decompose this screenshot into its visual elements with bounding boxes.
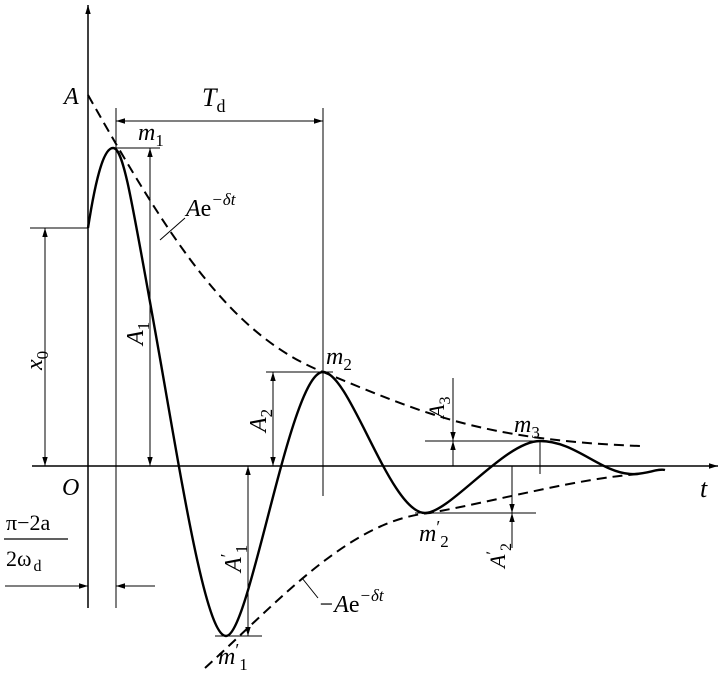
A1p-label-A: A [221, 557, 247, 574]
phase-numerator: π−2a [6, 510, 51, 535]
env-neg-e: e [349, 592, 360, 618]
m1p-label-sub: 1 [239, 655, 248, 673]
A3-label-A: A [424, 404, 449, 420]
m1p-label-prime: ′ [235, 640, 239, 660]
period-label-T: T [202, 83, 218, 112]
A1p-label-prime: ′ [217, 553, 237, 557]
env-neg-minusA: −A [318, 592, 349, 618]
m2p-label-m: m [419, 521, 436, 547]
A3-label-sub: 3 [437, 397, 454, 405]
positive-envelope-label: Ae−δt [184, 190, 237, 222]
m2-prime-label: m′2 [419, 517, 449, 551]
origin-label: O [62, 475, 79, 501]
env-pos-A: A [184, 196, 201, 222]
amplitude-A-label: A [62, 84, 79, 110]
m1p-label-m: m [218, 644, 235, 670]
A1-label-sub: 1 [134, 322, 153, 331]
m1-prime-label: m′1 [218, 640, 248, 673]
A1p-label-sub: 1 [232, 545, 251, 554]
A2-prime-label: A′2 [484, 543, 515, 570]
m3-label-m: m [514, 412, 531, 438]
m3-label-sub: 3 [531, 423, 540, 442]
positive-envelope-curve [87, 94, 641, 447]
pos-envelope-leader [159, 217, 186, 241]
m2-label-sub: 2 [343, 355, 352, 374]
A2-label-sub: 2 [257, 409, 276, 418]
env-pos-exponent: −δt [211, 190, 236, 209]
m1-label-sub: 1 [155, 131, 164, 150]
env-pos-e: e [201, 196, 212, 222]
A2p-label-A: A [485, 554, 510, 570]
m2p-label-sub: 2 [440, 532, 449, 551]
m2-label: m2 [326, 344, 352, 374]
neg-envelope-leader [301, 577, 319, 599]
A1-label: A1 [123, 322, 153, 347]
phase-den-sub: d [33, 558, 41, 575]
x0-label: x0 [22, 351, 52, 371]
m2p-label-prime: ′ [436, 517, 440, 537]
m3-label: m3 [514, 412, 540, 442]
A2p-label-prime: ′ [484, 551, 501, 555]
m1-label-m: m [138, 120, 155, 146]
damped-response-curve [86, 146, 666, 638]
x0-label-sub: 0 [33, 351, 52, 360]
m2-label-m: m [326, 344, 343, 370]
phase-den-2w: 2ω [6, 546, 31, 571]
A1-prime-label: A′1 [217, 545, 251, 574]
A2p-label-sub: 2 [498, 543, 515, 551]
A2-label: A2 [246, 409, 276, 434]
negative-envelope-label: −Ae−δt [318, 586, 385, 618]
period-label: Td [202, 83, 225, 116]
A3-label: A3 [424, 397, 454, 420]
x0-label-x: x [22, 359, 48, 371]
A2-label-A: A [246, 417, 272, 434]
A1-label-A: A [123, 330, 149, 347]
period-label-sub: d [216, 96, 225, 116]
env-neg-exponent: −δt [360, 586, 385, 605]
time-axis-label: t [700, 474, 708, 503]
m1-label: m1 [138, 120, 164, 150]
